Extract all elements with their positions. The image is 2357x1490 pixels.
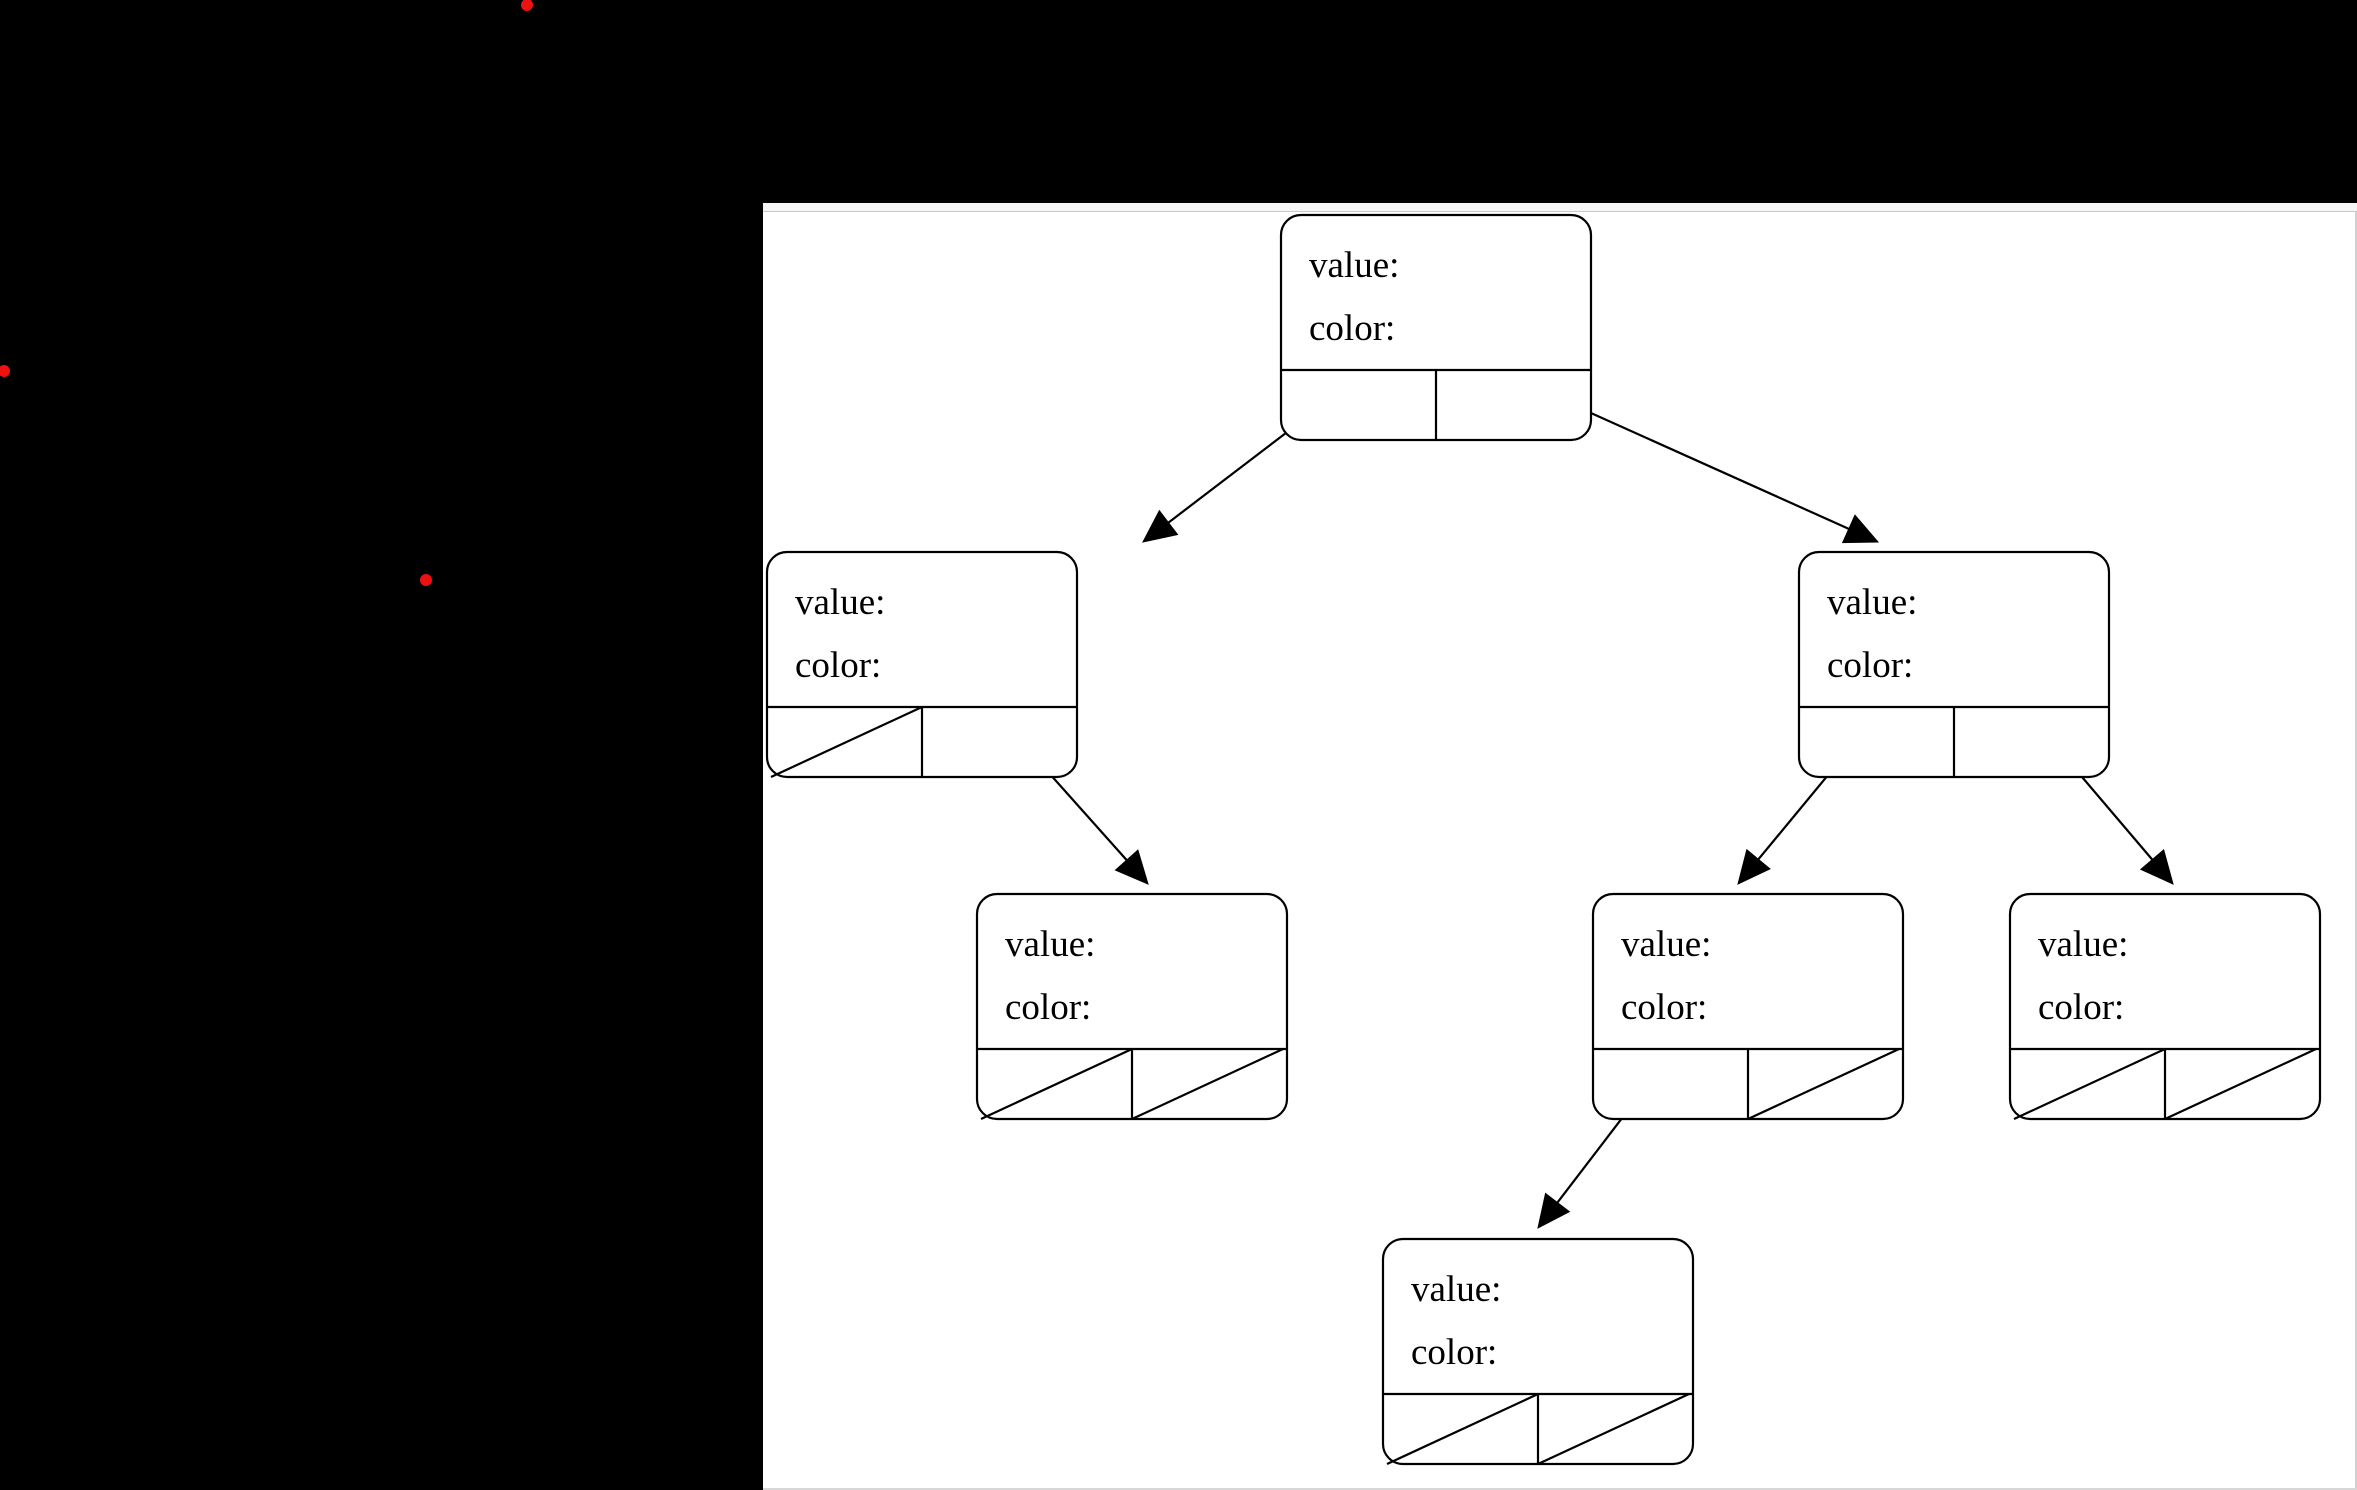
edge-arrowhead	[1537, 1192, 1571, 1229]
node-value-label: value:	[1411, 1269, 1501, 1310]
null-pointer-slash-left	[1386, 1393, 1539, 1465]
node-value-label: value:	[1621, 924, 1711, 965]
null-pointer-slash-right	[1747, 1048, 1900, 1120]
edge-arrowhead	[1114, 849, 1149, 885]
edge-arrowhead	[1142, 509, 1179, 543]
node-value-label: value:	[1309, 245, 1399, 286]
node-value-label: value:	[795, 582, 885, 623]
null-pointer-slash-right	[2164, 1048, 2317, 1120]
edge-arrowhead	[1841, 514, 1880, 544]
panel-header-strip	[763, 203, 2357, 212]
node-layer: value:color:value:color:value:color:valu…	[765, 213, 2322, 1466]
marker-dot-top	[521, 0, 533, 11]
null-pointer-slash-left	[980, 1048, 1133, 1120]
edge-arrowhead	[2139, 849, 2174, 885]
tree-node-left-child[interactable]: value: color:	[765, 550, 1079, 779]
node-value-label: value:	[1005, 924, 1095, 965]
tree-node-right-child[interactable]: value: color:	[1797, 550, 2111, 779]
node-color-label: color:	[1827, 645, 1913, 686]
null-pointer-slash-left	[770, 706, 923, 778]
null-pointer-slash-left	[2013, 1048, 2166, 1120]
edge-arrowhead	[1737, 848, 1771, 885]
node-color-label: color:	[1411, 1332, 1497, 1373]
graph-viewer-panel[interactable]: value:color:value:color:value:color:valu…	[763, 203, 2357, 1490]
node-color-label: color:	[1309, 308, 1395, 349]
binary-tree-diagram: value:color:value:color:value:color:valu…	[765, 213, 2322, 1466]
marker-dot-left	[0, 365, 10, 377]
tree-node-root[interactable]: value: color:	[1279, 213, 1593, 442]
tree-node-leaf-a[interactable]: value: color:	[975, 892, 1289, 1121]
tree-node-leaf-b[interactable]: value: color:	[1591, 892, 1905, 1121]
tree-node-leaf-c[interactable]: value: color:	[2008, 892, 2322, 1121]
marker-dot-middle	[420, 574, 432, 586]
graph-drawing-surface[interactable]: value:color:value:color:value:color:valu…	[763, 212, 2357, 1490]
node-color-label: color:	[1621, 987, 1707, 1028]
node-value-label: value:	[2038, 924, 2128, 965]
tree-node-bottom[interactable]: value: color:	[1381, 1237, 1695, 1466]
panel-right-scrollbar-track[interactable]	[2355, 212, 2357, 1490]
node-color-label: color:	[2038, 987, 2124, 1028]
null-pointer-slash-right	[1537, 1393, 1690, 1465]
panel-bottom-scrollbar-track[interactable]	[763, 1488, 2357, 1490]
node-color-label: color:	[795, 645, 881, 686]
edge-layer	[998, 376, 2174, 1229]
node-color-label: color:	[1005, 987, 1091, 1028]
null-pointer-slash-right	[1131, 1048, 1284, 1120]
node-value-label: value:	[1827, 582, 1917, 623]
